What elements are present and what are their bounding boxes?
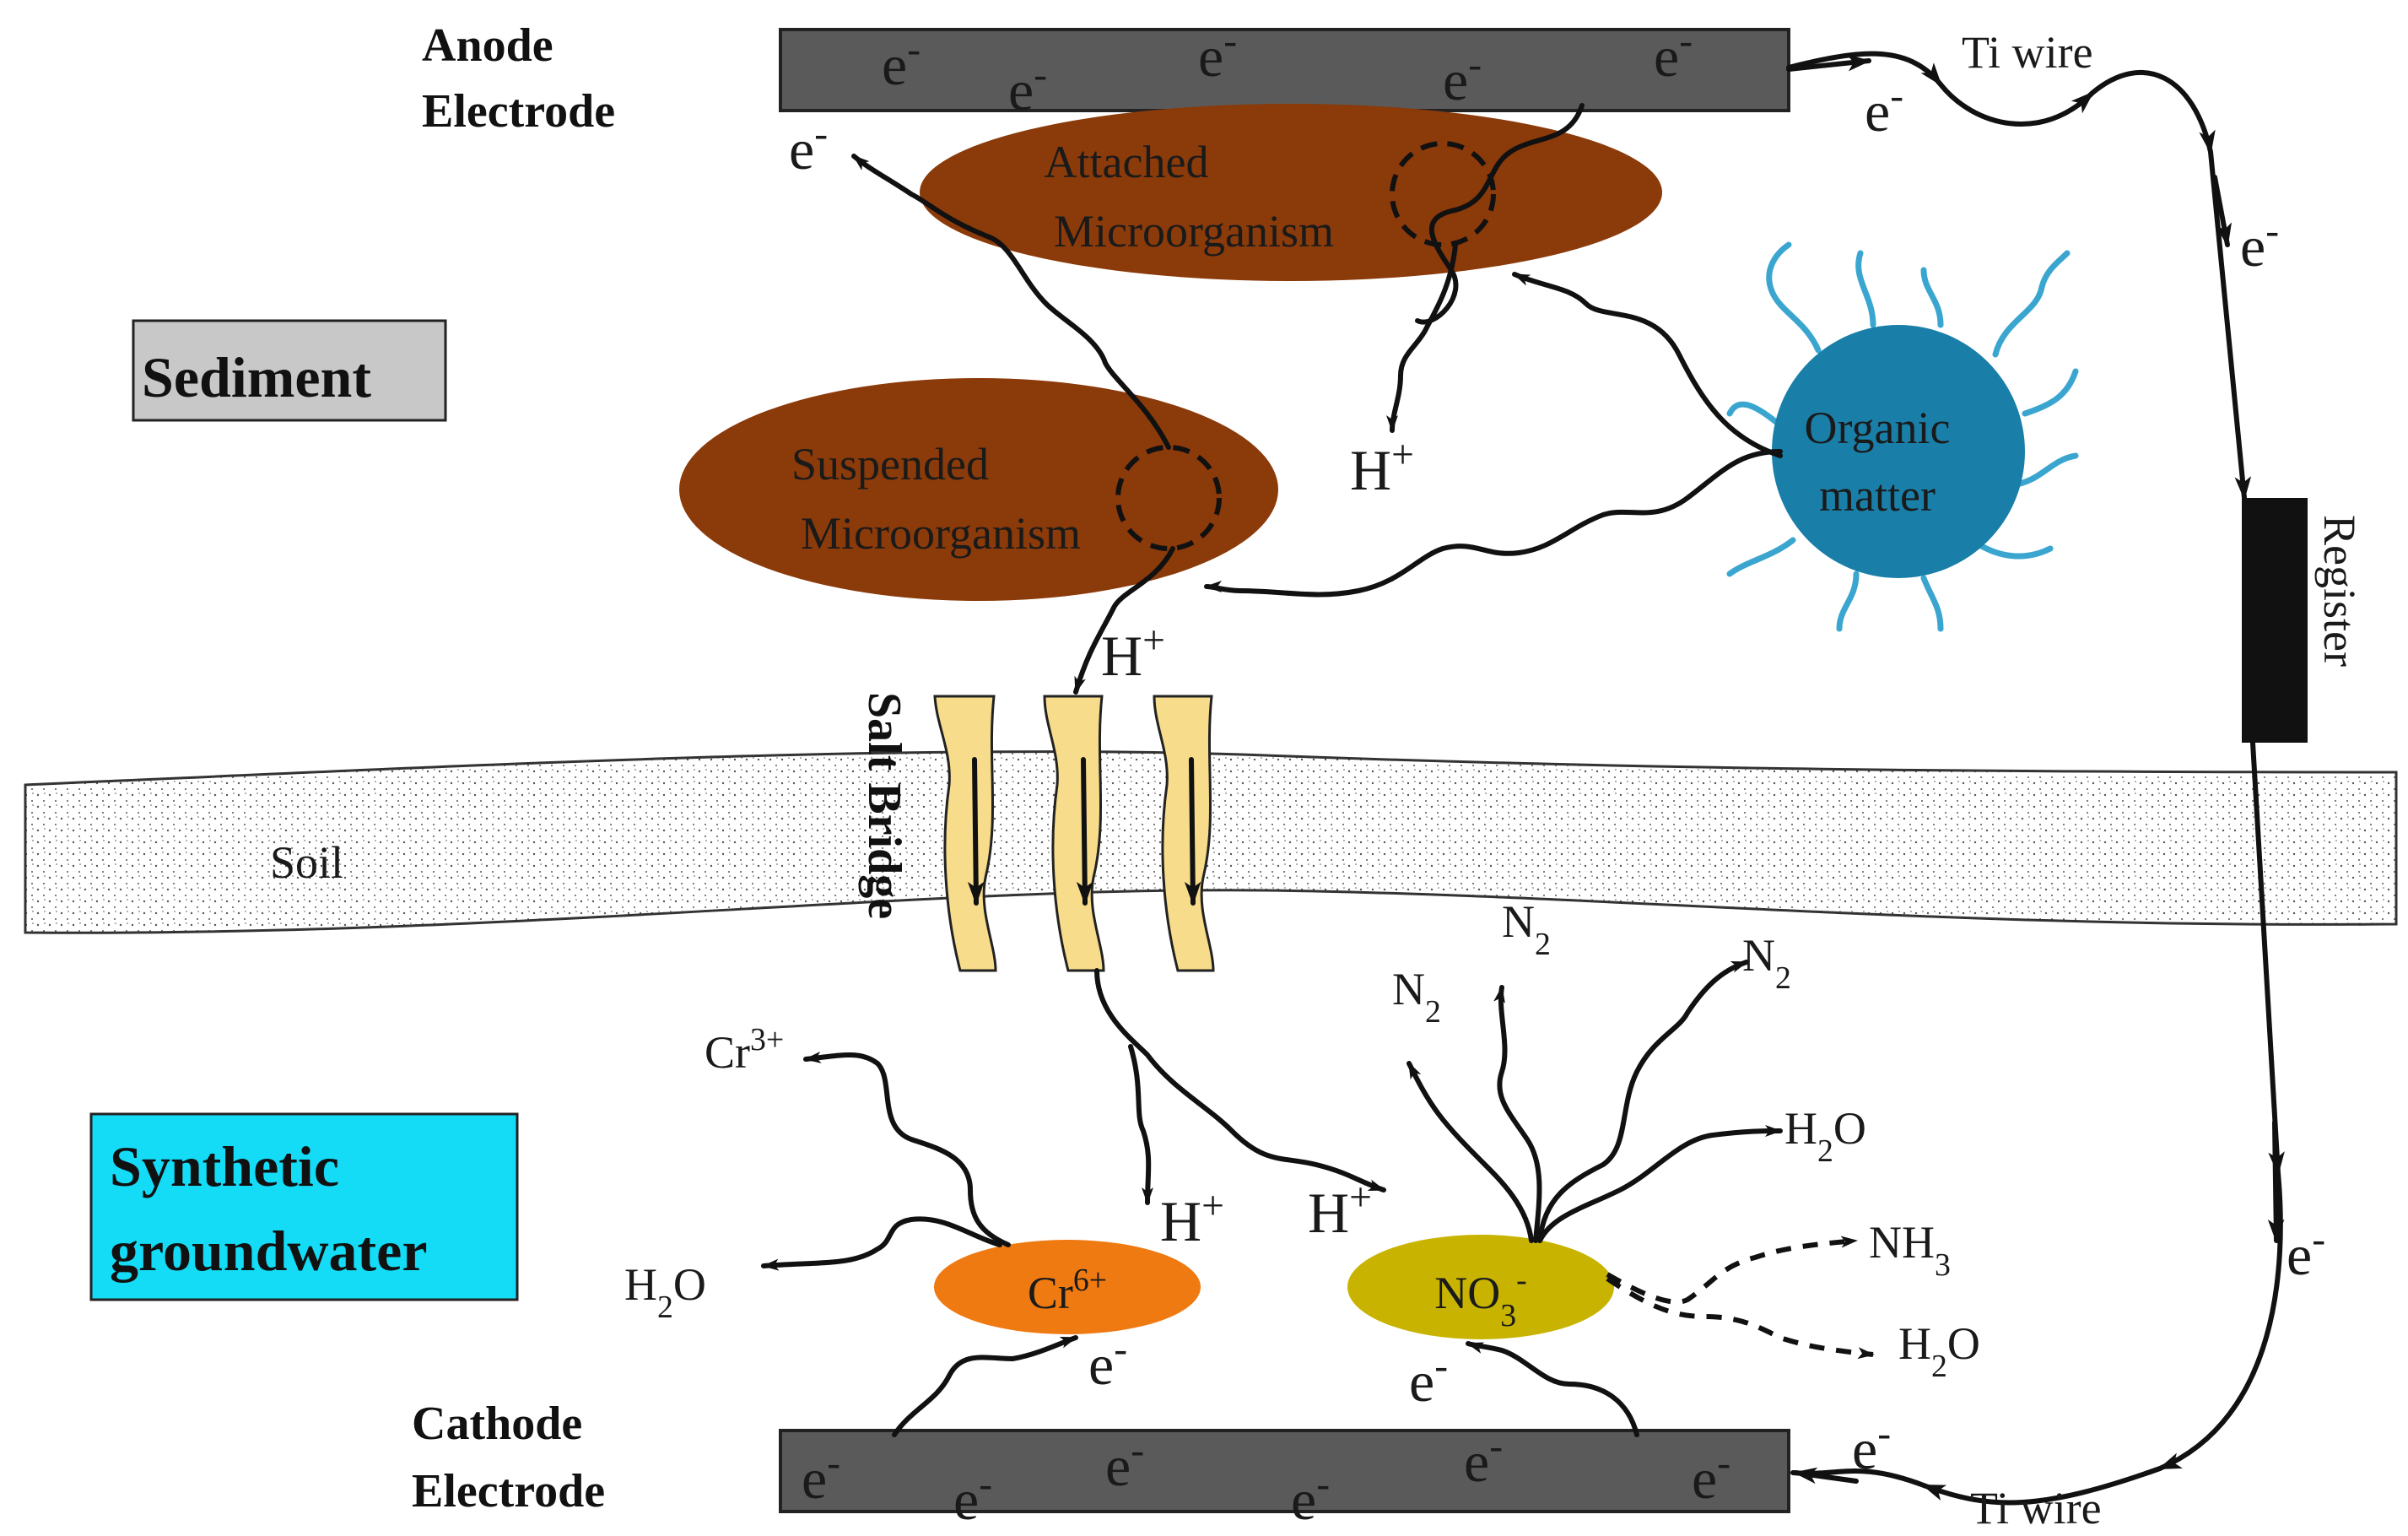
anode-electron-1: e- xyxy=(882,28,921,97)
cathode-electrode xyxy=(779,1429,1790,1513)
h2o-right-label: H2O xyxy=(1784,1103,1866,1169)
groundwater-box xyxy=(89,1112,519,1301)
ti-wire-bottom-label: Ti wire xyxy=(1970,1483,2102,1533)
no3-label: NO3- xyxy=(1434,1263,1527,1333)
nh3-label: NH3 xyxy=(1869,1217,1951,1283)
synthetic-label-line1: Synthetic xyxy=(110,1134,339,1198)
organic-label-line1: Organic xyxy=(1805,403,1951,453)
salt-bridge-label: Salt Bridge xyxy=(858,692,910,919)
proton-attached: H+ xyxy=(1350,433,1414,502)
cathode-electron-2: e- xyxy=(953,1463,992,1532)
wire-arrow-bottom xyxy=(1793,1467,1859,1485)
salt-bridge xyxy=(933,695,1215,972)
anode-electron-5: e- xyxy=(1654,19,1693,89)
cathode-electron-6: e- xyxy=(1692,1441,1730,1511)
n2-middle-label: N2 xyxy=(1502,896,1551,962)
anode-electron-4: e- xyxy=(1443,43,1482,112)
h2o-bottom-right-label: H2O xyxy=(1898,1318,1980,1384)
suspended-label-line1: Suspended xyxy=(791,439,989,489)
electron-left-top: e- xyxy=(789,112,828,181)
ti-wire-top-label: Ti wire xyxy=(1962,27,2093,78)
cr6-ion xyxy=(934,1240,1201,1334)
proton-cr6: H+ xyxy=(1160,1184,1224,1253)
external-circuit-wire xyxy=(1786,51,2285,1506)
electron-no3: e- xyxy=(1409,1344,1448,1414)
soil-layer xyxy=(24,749,2398,934)
suspended-cell-circle xyxy=(1115,445,1222,551)
synthetic-label-line2: groundwater xyxy=(110,1219,428,1283)
electron-wire-lower-right: e- xyxy=(2287,1218,2325,1287)
n2-left-label: N2 xyxy=(1392,964,1441,1030)
anode-label-line1: Anode xyxy=(422,19,553,72)
attached-microorganism xyxy=(920,104,1662,281)
attached-label-line2: Microorganism xyxy=(1054,206,1334,257)
n2-right-label: N2 xyxy=(1742,930,1791,996)
organic-label-line2: matter xyxy=(1819,470,1936,521)
wire-arrow-top xyxy=(1786,54,1871,72)
reaction-arrows xyxy=(761,103,1875,1437)
electron-cr6: e- xyxy=(1088,1328,1127,1397)
suspended-label-line2: Microorganism xyxy=(801,508,1081,559)
cathode-label-line2: Electrode xyxy=(412,1465,605,1517)
sediment-label: Sediment xyxy=(142,345,371,409)
anode-electrode xyxy=(779,28,1790,112)
h2o-left-label: H2O xyxy=(624,1259,706,1325)
cathode-electron-5: e- xyxy=(1464,1425,1503,1494)
wire-arrow-right-top xyxy=(2212,175,2232,247)
proton-suspended: H+ xyxy=(1101,619,1165,688)
register-label: Register xyxy=(2314,515,2365,667)
no3-ion xyxy=(1347,1235,1614,1339)
register-resistor xyxy=(2242,498,2308,743)
anode-label-line2: Electrode xyxy=(422,85,615,138)
suspended-microorganism xyxy=(679,378,1278,601)
proton-no3: H+ xyxy=(1308,1176,1372,1245)
cr6-label: Cr6+ xyxy=(1028,1263,1107,1318)
wire-arrow-right-bottom xyxy=(2267,1120,2285,1243)
cathode-label-line1: Cathode xyxy=(412,1398,582,1450)
anode-electron-3: e- xyxy=(1198,19,1237,89)
organic-matter xyxy=(1726,241,2079,632)
cathode-electron-3: e- xyxy=(1105,1429,1144,1498)
cr3-label: Cr3+ xyxy=(705,1022,784,1078)
anode-electron-2: e- xyxy=(1008,53,1047,122)
sediment-box xyxy=(132,319,447,422)
electron-wire-bottom: e- xyxy=(1852,1412,1891,1481)
electron-wire-top: e- xyxy=(1865,74,1903,143)
soil-label: Soil xyxy=(270,837,343,888)
cathode-electron-4: e- xyxy=(1291,1463,1330,1532)
attached-cell-circle xyxy=(1390,141,1496,247)
attached-label-line1: Attached xyxy=(1045,137,1209,187)
electron-wire-right: e- xyxy=(2240,209,2279,279)
cathode-electron-1: e- xyxy=(802,1441,840,1511)
